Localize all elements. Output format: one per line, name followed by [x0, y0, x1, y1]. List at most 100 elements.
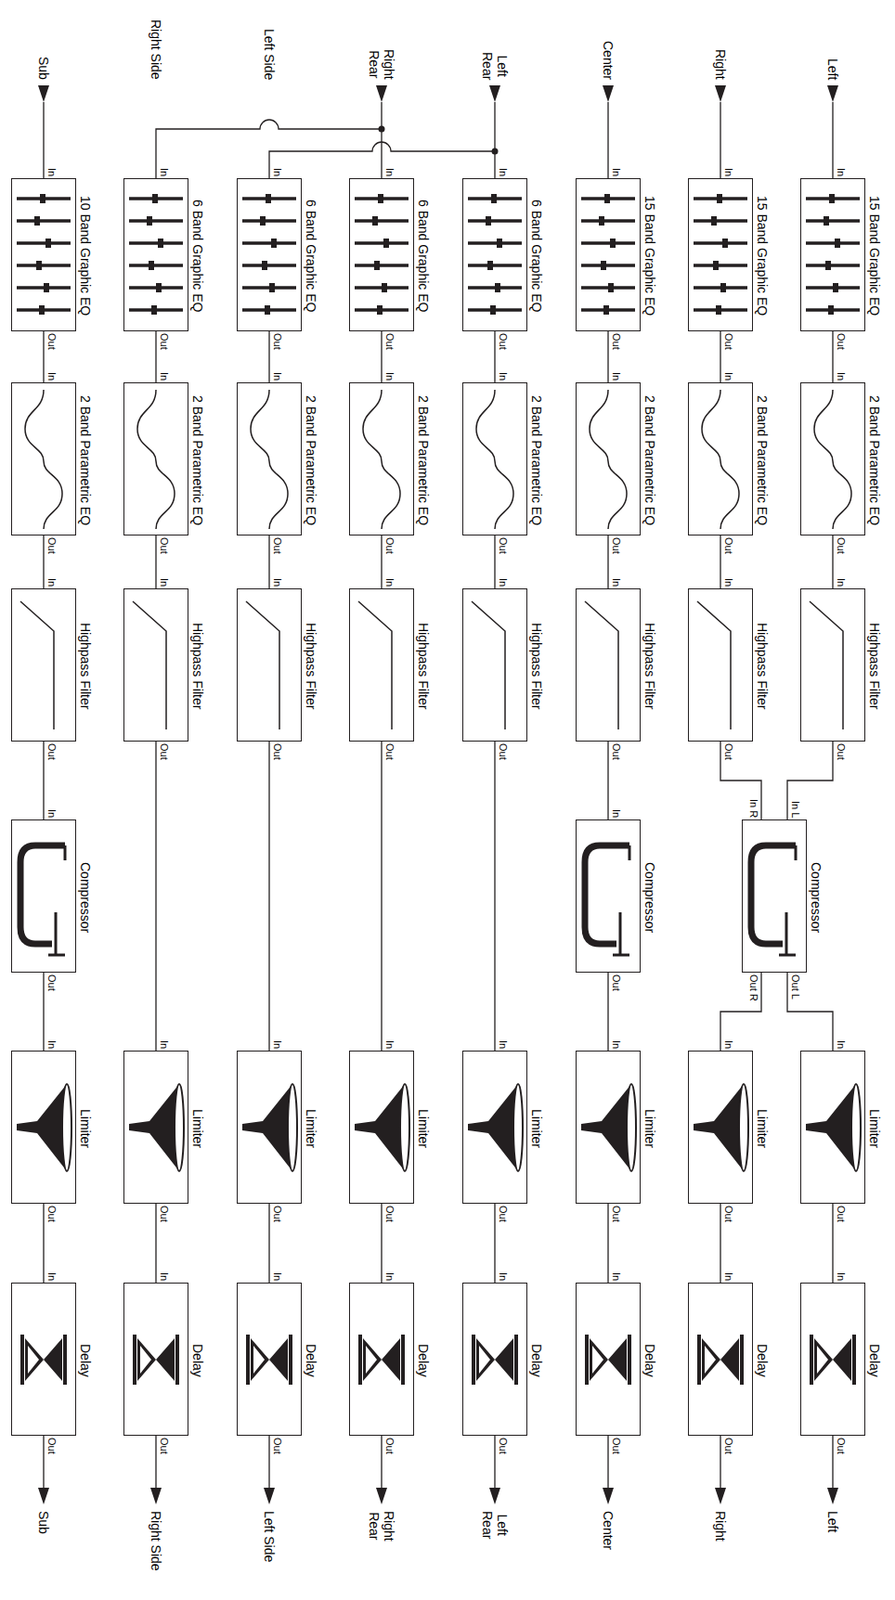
signal-wire: [493, 535, 495, 589]
delay-module: Delay: [687, 1283, 753, 1437]
slider-knob: [832, 283, 839, 293]
peq-icon: [589, 389, 627, 530]
lim-icon: [805, 1084, 861, 1172]
port-label: Out: [383, 1438, 396, 1455]
module-title: 2 Band Parametric EQ: [642, 395, 658, 526]
lim-module: Limiter: [462, 1050, 528, 1205]
port-label: In L: [789, 801, 802, 818]
input-name: Right: [713, 49, 728, 80]
signal-wire: [787, 741, 833, 820]
slider: [581, 219, 636, 223]
port-label: In: [45, 809, 58, 818]
geq-module: 15 Band Graphic EQ: [687, 178, 753, 332]
port-label: Out: [45, 743, 58, 761]
funnel-body: [129, 1084, 180, 1172]
signal-wire: [42, 741, 44, 820]
filter-curve: [697, 601, 731, 730]
module-title: 2 Band Parametric EQ: [754, 395, 770, 526]
slider-knob: [825, 260, 831, 271]
port-label: Out: [722, 1438, 735, 1455]
signal-wire: [268, 535, 270, 589]
slider: [16, 241, 71, 246]
module-title: Highpass Filter: [77, 622, 93, 710]
port-label: In: [383, 168, 396, 177]
module-title: 2 Band Parametric EQ: [529, 395, 545, 526]
port-label: Out: [834, 1206, 847, 1223]
module-title: Limiter: [867, 1109, 883, 1149]
peq-module: 2 Band Parametric EQ: [687, 382, 753, 536]
delay-module: Delay: [575, 1283, 641, 1437]
output-arrow: [38, 1488, 50, 1505]
hourglass-glass: [814, 1338, 852, 1382]
port-label: In: [157, 372, 170, 381]
module-title: Highpass Filter: [642, 622, 658, 710]
port-label: In: [496, 168, 509, 177]
lim-icon: [129, 1084, 184, 1172]
hpf-module: Highpass Filter: [575, 588, 641, 742]
slider: [16, 219, 71, 223]
signal-wire: [607, 741, 609, 820]
eq-curve: [589, 389, 627, 530]
module-title: 6 Band Graphic EQ: [415, 199, 431, 312]
port-label: Out: [271, 537, 284, 555]
slider: [581, 241, 636, 246]
module-title: Limiter: [190, 1109, 206, 1149]
input-name: Right Rear: [366, 49, 397, 80]
filter-curve: [584, 601, 619, 730]
hourglass-ends: [360, 1335, 403, 1386]
module-title: 15 Band Graphic EQ: [642, 195, 658, 316]
geq-module: 15 Band Graphic EQ: [575, 178, 641, 332]
hpf-icon: [132, 601, 167, 730]
funnel-body: [805, 1084, 857, 1172]
hpf-icon: [584, 601, 619, 730]
module-title: Limiter: [77, 1109, 93, 1149]
output-name: Sub: [36, 1511, 52, 1535]
arrowheads: [38, 85, 839, 1505]
delay-module: Delay: [11, 1283, 77, 1437]
slider-knob: [828, 305, 834, 315]
slider: [16, 263, 71, 268]
output-name: Center: [600, 1511, 616, 1551]
signal-wire: [719, 331, 721, 383]
slider-knob: [603, 305, 610, 315]
lim-icon: [693, 1084, 749, 1172]
slider: [354, 241, 409, 246]
hpf-icon: [246, 601, 280, 730]
input-arrow: [602, 85, 614, 103]
port-label: Out: [496, 1206, 509, 1223]
port-label: In: [496, 372, 509, 381]
input-arrow: [376, 85, 388, 103]
hourglass-sand: [365, 1346, 377, 1375]
port-label: Out: [496, 1438, 509, 1455]
hpf-module: Highpass Filter: [800, 588, 866, 742]
port-label: Out: [383, 743, 396, 761]
slider-knob: [609, 238, 616, 248]
module-title: Highpass Filter: [529, 622, 545, 710]
port-label: Out: [157, 743, 170, 761]
module-title: Limiter: [642, 1109, 658, 1149]
funnel-mouth: [174, 1084, 184, 1172]
clamp-frame: [20, 845, 65, 945]
module-title: 10 Band Graphic EQ: [77, 195, 93, 316]
input-arrow: [489, 85, 501, 103]
slider: [693, 263, 748, 268]
slider-knob: [264, 305, 271, 315]
delay-module: Delay: [800, 1283, 866, 1437]
port-label: Out: [271, 1206, 284, 1223]
port-label: In: [383, 578, 396, 587]
slider-knob: [38, 305, 45, 315]
port-label: Out: [157, 1206, 170, 1223]
peq-module: 2 Band Parametric EQ: [123, 382, 189, 536]
slider-knob: [496, 238, 503, 248]
lim-module: Limiter: [575, 1050, 641, 1205]
port-label: Out: [45, 1206, 58, 1223]
port-label: In: [609, 1272, 623, 1282]
funnel-mouth: [62, 1084, 72, 1172]
funnel-body: [693, 1084, 744, 1172]
port-label: In: [834, 1040, 847, 1050]
signal-wire: [42, 331, 44, 383]
module-title: Highpass Filter: [190, 622, 206, 710]
input-name: Sub: [36, 56, 52, 80]
hpf-icon: [809, 601, 844, 730]
lim-icon: [581, 1084, 636, 1172]
